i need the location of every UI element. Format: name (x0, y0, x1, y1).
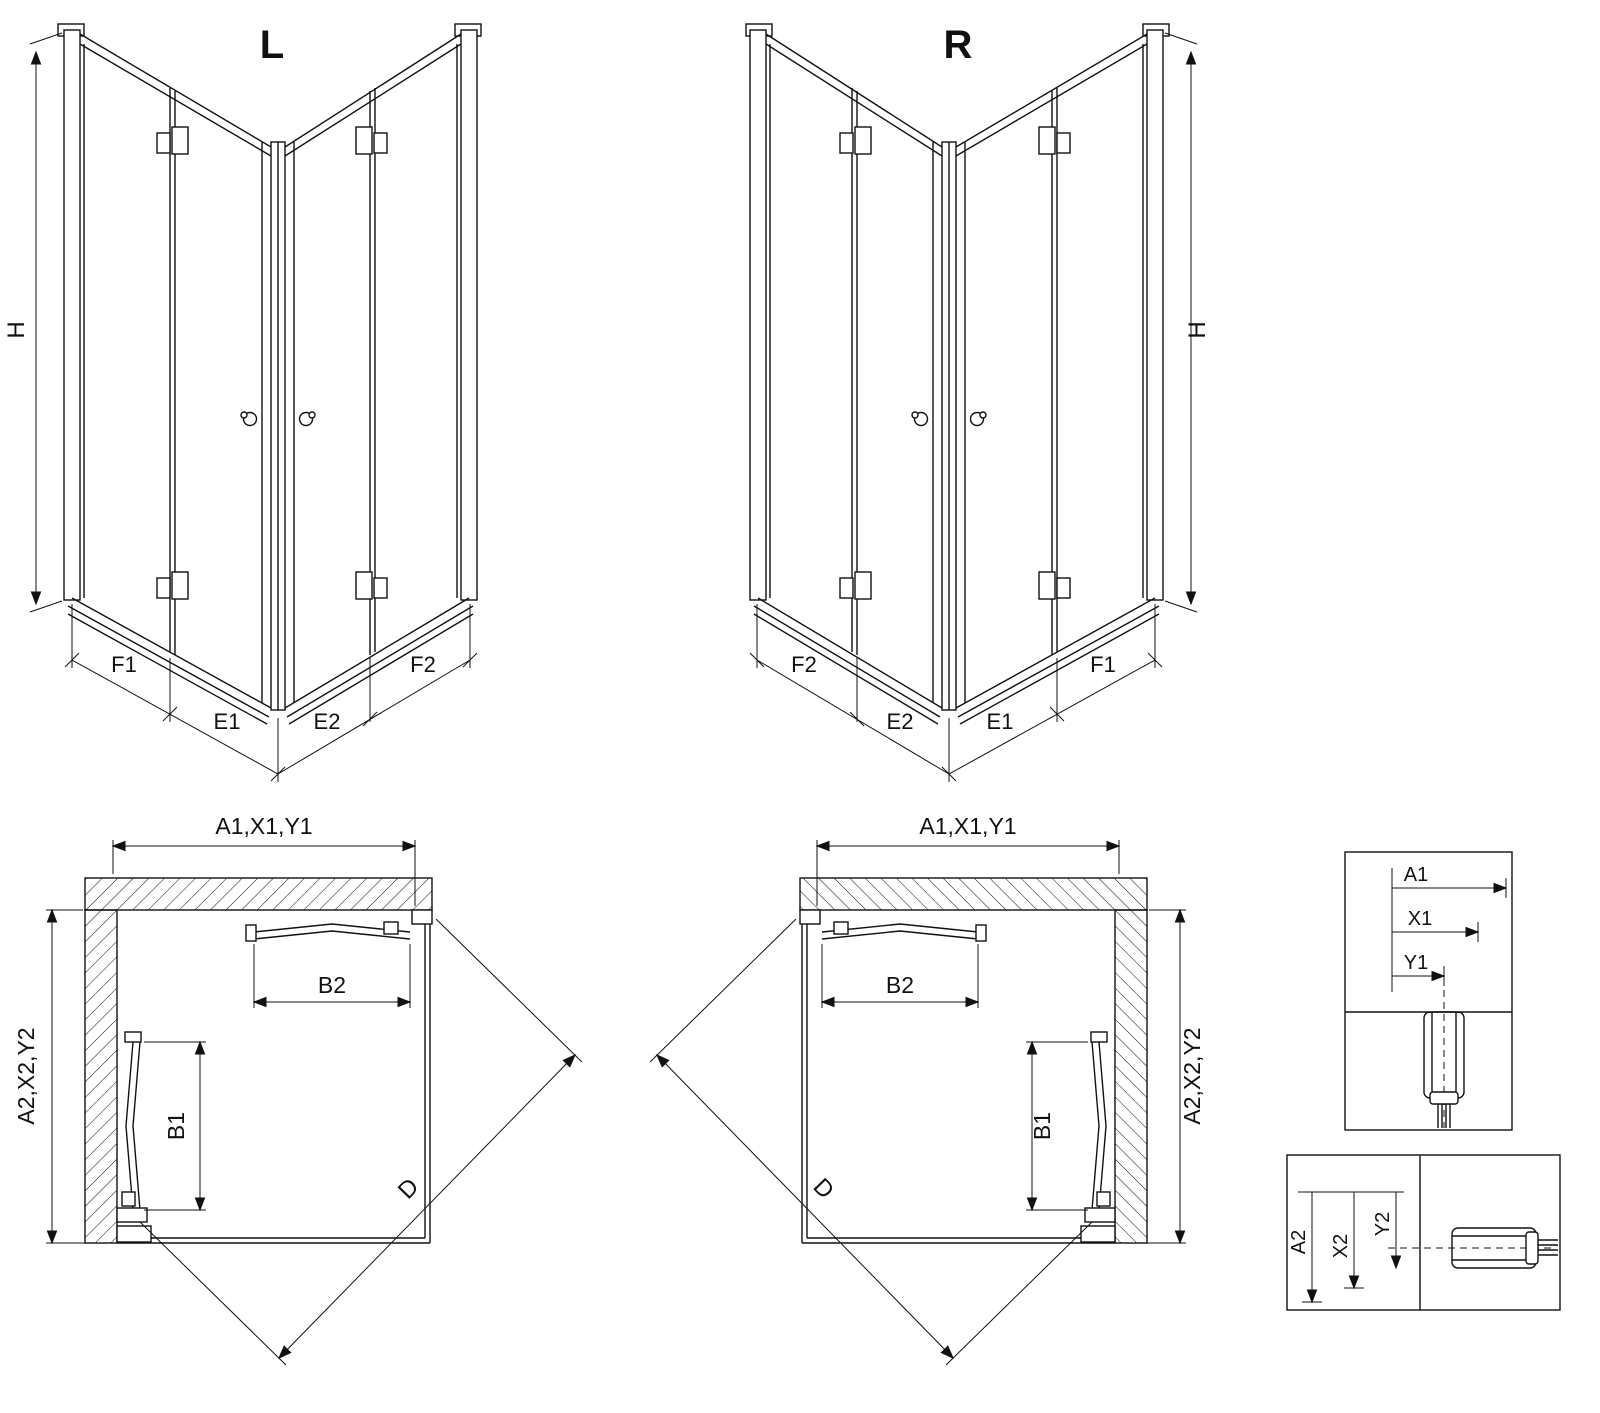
segment-f2-label: F2 (791, 652, 817, 677)
perspective-left-labels: L H F1 E1 E2 F2 (3, 23, 436, 734)
plan-right-labels: A1,X1,Y1 A2,X2,Y2 B2 B1 D (808, 813, 1205, 1204)
height-dim-label: H (3, 321, 30, 338)
detail-y2-label: Y2 (1372, 1212, 1394, 1236)
segment-e1-label: E1 (214, 709, 241, 734)
plan-dimension-lines (46, 840, 583, 1366)
perspective-right-labels: R H F2 E2 E1 F1 (791, 23, 1211, 734)
door-b2-dim-label: B2 (318, 972, 346, 998)
width-dim-label: A1,X1,Y1 (215, 813, 312, 839)
segment-e1-label: E1 (987, 709, 1014, 734)
detail-box-bottom: A2 X2 Y2 (1286, 1154, 1561, 1311)
door-b1-dim-label: B1 (163, 1112, 189, 1140)
door-knobs (240, 411, 316, 427)
segment-f2-label: F2 (410, 652, 436, 677)
wall-side-hatched (84, 909, 118, 1244)
bottom-dimension-lines (64, 604, 478, 782)
detail-x1-label: X1 (1408, 908, 1432, 930)
height-dimension-lines (29, 32, 63, 613)
diagonal-dim-label: D (808, 1173, 839, 1204)
detail-a2-label: A2 (1288, 1230, 1310, 1254)
segment-e2-label: E2 (887, 709, 914, 734)
perspective-left-geometry (29, 23, 482, 782)
plan-right-geometry (650, 840, 1186, 1365)
door-b2-dim-label: B2 (886, 972, 914, 998)
height-dim-label: H (1184, 321, 1211, 338)
detail-y1-label: Y1 (1404, 952, 1428, 974)
door-b1-dim-label: B1 (1029, 1112, 1055, 1140)
wall-profile-section (1423, 1011, 1465, 1128)
detail-a1-label: A1 (1404, 864, 1428, 886)
segment-e2-label: E2 (314, 709, 341, 734)
detail-x2-label: X2 (1330, 1234, 1352, 1258)
bifold-door-top (245, 909, 433, 942)
width-dim-label: A1,X1,Y1 (919, 813, 1016, 839)
wall-top-hatched (84, 877, 433, 911)
wall-post-right (460, 29, 478, 601)
bifold-door-side (116, 1031, 152, 1243)
diagonal-dim-label: D (393, 1173, 424, 1204)
fold-hinges (156, 126, 388, 600)
shower-tray (117, 910, 431, 1244)
segment-f1-label: F1 (1090, 652, 1116, 677)
glass-wing-left (67, 33, 272, 725)
detail-bottom-dimension-lines (1298, 1191, 1556, 1304)
wall-profile-section-rotated (1451, 1227, 1558, 1269)
view-left-title: L (260, 23, 284, 67)
detail-top-dimension-lines (1391, 868, 1508, 1128)
depth-dim-label: A2,X2,Y2 (1179, 1027, 1205, 1124)
view-right-title: R (944, 23, 973, 67)
wall-post-left (63, 29, 81, 601)
glass-wing-right (284, 33, 474, 725)
depth-dim-label: A2,X2,Y2 (13, 1027, 39, 1124)
segment-f1-label: F1 (111, 652, 137, 677)
plan-left-geometry (46, 840, 583, 1366)
plan-left-labels: A1,X1,Y1 A2,X2,Y2 B2 B1 D (13, 813, 424, 1204)
detail-box-top: A1 X1 Y1 (1344, 851, 1513, 1131)
